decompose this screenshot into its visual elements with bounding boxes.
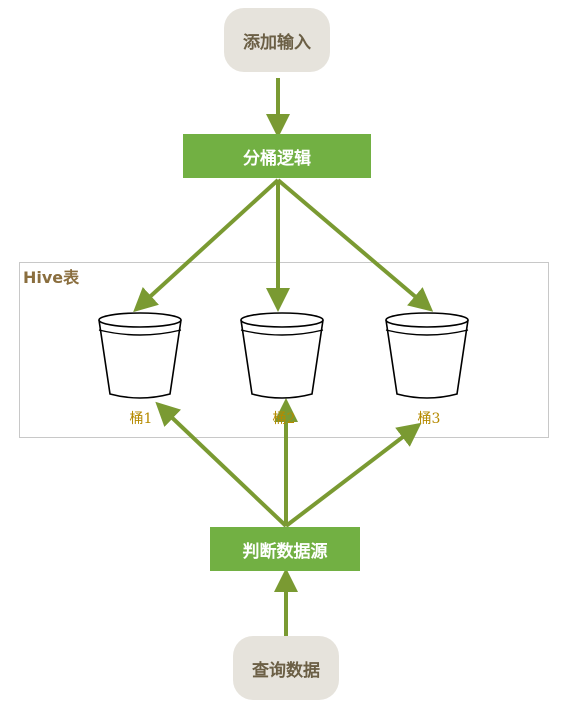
bucket-3-icon (385, 312, 469, 399)
arrow-judge-to-bucket1 (155, 401, 288, 528)
bucket-3-label: 桶3 (417, 411, 441, 427)
bucket-logic-node: 分桶逻辑 (183, 134, 371, 178)
arrow-judge-to-bucket3 (284, 422, 422, 528)
bucket-2-icon (240, 312, 324, 399)
bucket-1-icon (98, 312, 182, 399)
add-input-node: 添加输入 (224, 8, 330, 72)
hive-table-label: Hive表 (23, 268, 80, 287)
arrow-logic-to-bucket1 (133, 178, 280, 313)
query-data-node: 查询数据 (233, 636, 339, 700)
bucket-1-label: 桶1 (129, 411, 153, 427)
bucket-2-label: 桶2 (272, 411, 296, 427)
arrow-logic-to-bucket3 (276, 178, 434, 312)
judge-source-node: 判断数据源 (210, 527, 360, 571)
